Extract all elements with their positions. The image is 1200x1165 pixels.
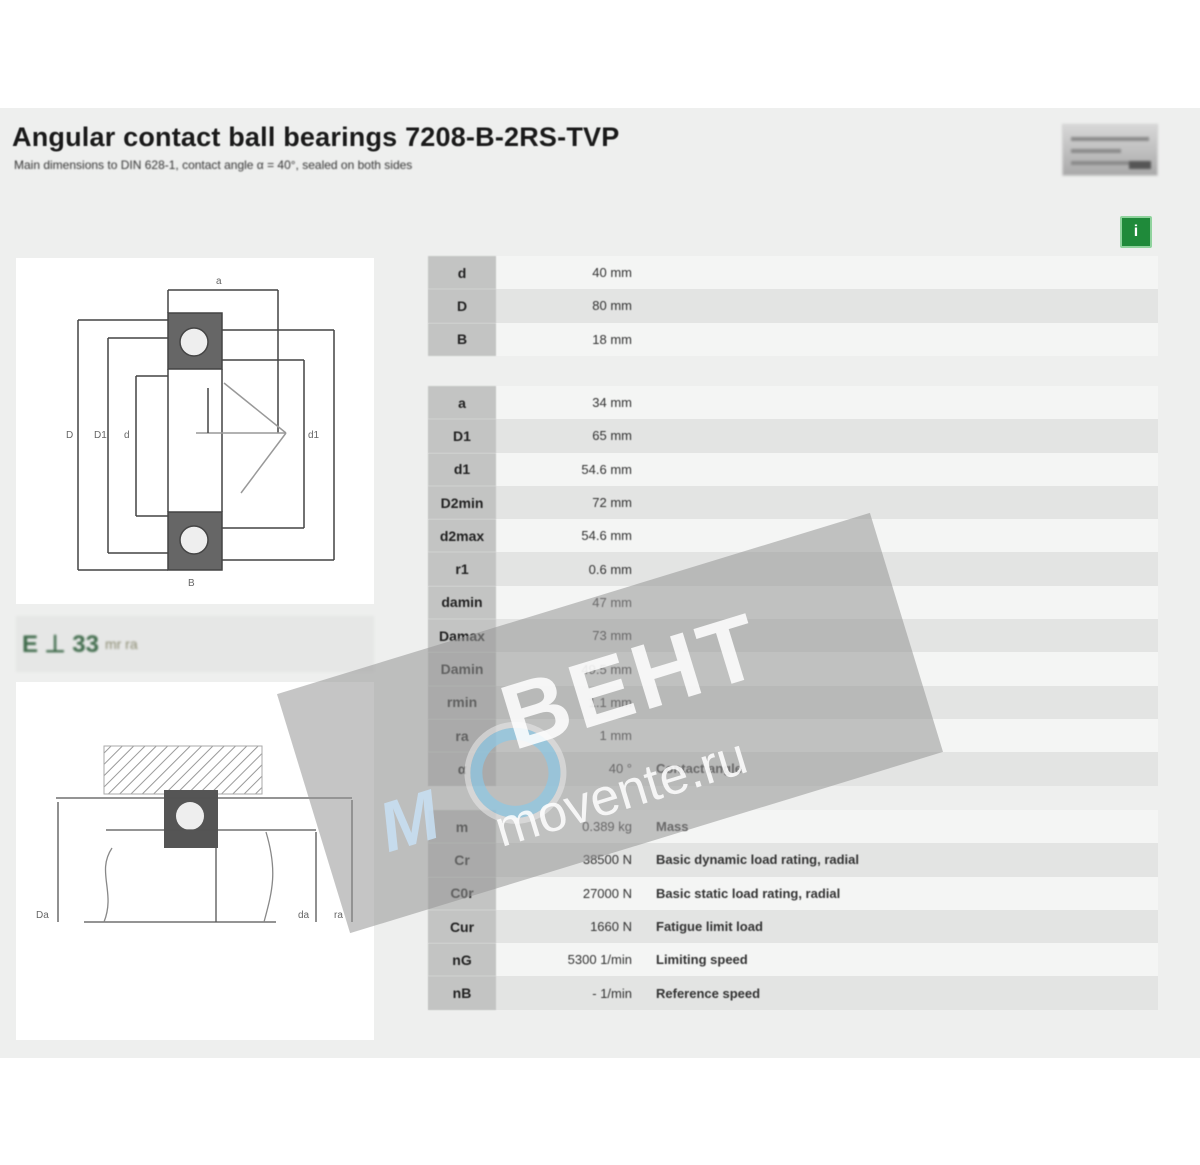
row-value: - 1/min <box>592 985 632 1001</box>
table-row: damin 47 mm <box>428 585 1158 620</box>
row-value: 18 mm <box>592 331 632 347</box>
row-value: 54.6 mm <box>581 528 632 544</box>
mounting-dimensions-drawing: Da da ra <box>16 682 374 1040</box>
row-symbol: d2max <box>428 519 496 553</box>
table-row: d 40 mm <box>428 256 1158 290</box>
row-value: 1 mm <box>599 728 633 744</box>
row-value: 0.6 mm <box>588 561 632 577</box>
datasheet: Angular contact ball bearings 7208-B-2RS… <box>0 108 1200 1058</box>
row-symbol: m <box>428 810 496 844</box>
row-value: 80 mm <box>592 298 632 314</box>
svg-text:Da: Da <box>36 910 49 921</box>
product-code: E ⊥ 33 <box>22 630 99 658</box>
table-row: C0r 27000 N Basic static load rating, radi… <box>428 876 1158 910</box>
row-value: 49.5 mm <box>581 661 632 677</box>
row-value: 73 mm <box>592 628 632 644</box>
row-description: Basic dynamic load rating, radial <box>656 852 860 868</box>
table-row: d1 54.6 mm <box>428 452 1158 486</box>
bearing-cross-section-drawing: D D1 d d1 a B <box>16 258 374 604</box>
mounting-svg: Da da ra <box>36 745 353 923</box>
row-value: 40 mm <box>592 265 632 281</box>
row-value: 34 mm <box>592 395 632 411</box>
row-symbol: D <box>428 289 496 323</box>
main-dimensions-table: d 40 mm D 80 mm B 18 mm <box>428 256 1158 356</box>
row-symbol: nB <box>428 976 496 1010</box>
dimensions-table: a 34 mm D1 65 mm d1 54.6 mm D2min 72 mm d2ma… <box>428 386 1158 786</box>
row-description: Basic static load rating, radial <box>656 885 841 901</box>
product-code-strip: E ⊥ 33 mr ra <box>16 616 374 672</box>
table-row: Cur 1660 N Fatigue limit load <box>428 909 1158 944</box>
row-symbol: D1 <box>428 419 496 453</box>
row-value: 54.6 mm <box>581 461 632 477</box>
svg-text:a: a <box>216 276 222 287</box>
row-description: Reference speed <box>656 985 761 1001</box>
page-subtitle: Main dimensions to DIN 628-1, contact an… <box>14 158 413 172</box>
table-row: nB - 1/min Reference speed <box>428 976 1158 1010</box>
svg-text:ra: ra <box>334 910 343 921</box>
svg-text:D: D <box>66 430 73 441</box>
svg-text:D1: D1 <box>94 430 107 441</box>
row-symbol: r1 <box>428 552 496 586</box>
row-symbol: d1 <box>428 452 496 486</box>
table-row: D2min 72 mm <box>428 485 1158 520</box>
info-icon: i <box>1133 223 1139 240</box>
svg-text:B: B <box>188 578 195 589</box>
row-value: 72 mm <box>592 495 632 511</box>
row-symbol: damin <box>428 585 496 620</box>
table-row: d2max 54.6 mm <box>428 519 1158 553</box>
row-value: 1.1 mm <box>588 694 632 710</box>
row-value: 27000 N <box>582 885 632 901</box>
row-symbol: d <box>428 256 496 290</box>
row-description: Contact angle <box>656 761 742 777</box>
row-symbol: C0r <box>428 876 496 910</box>
svg-text:da: da <box>298 910 310 921</box>
product-code-suffix: mr ra <box>104 636 138 652</box>
row-symbol: Damin <box>428 652 496 686</box>
svg-text:d: d <box>124 430 130 441</box>
row-symbol: Cur <box>428 909 496 944</box>
table-row: nG 5300 1/min Limiting speed <box>428 943 1158 977</box>
table-row: Cr 38500 N Basic dynamic load rating, radi… <box>428 843 1158 877</box>
page-title: Angular contact ball bearings 7208-B-2RS… <box>12 122 620 152</box>
row-value: 1660 N <box>590 919 632 935</box>
table-row: D1 65 mm <box>428 419 1158 453</box>
row-symbol: Cr <box>428 843 496 877</box>
table-row: r1 0.6 mm <box>428 552 1158 586</box>
row-description: Limiting speed <box>656 952 748 968</box>
product-logo-image <box>1062 124 1158 176</box>
row-symbol: α <box>428 752 496 786</box>
table-row: Damax 73 mm <box>428 619 1158 653</box>
table-row: rmin 1.1 mm <box>428 685 1158 719</box>
svg-text:d1: d1 <box>308 430 320 441</box>
bearing-section-svg: D D1 d d1 a B <box>66 276 335 589</box>
table-row: a 34 mm <box>428 386 1158 420</box>
table-row: α 40 ° Contact angle <box>428 752 1158 786</box>
row-symbol: ra <box>428 718 496 753</box>
table-row: Damin 49.5 mm <box>428 652 1158 686</box>
table-row: D 80 mm <box>428 289 1158 323</box>
row-symbol: D2min <box>428 485 496 520</box>
info-icon-button[interactable]: i <box>1120 216 1152 248</box>
table-row: m 0.389 kg Mass <box>428 810 1158 844</box>
row-description: Mass <box>656 819 689 835</box>
table-row: B 18 mm <box>428 322 1158 356</box>
row-value: 40 ° <box>608 761 632 777</box>
table-row: ra 1 mm <box>428 718 1158 753</box>
row-symbol: B <box>428 322 496 356</box>
row-description: Fatigue limit load <box>656 919 763 935</box>
ratings-table: m 0.389 kg Mass Cr 38500 N Basic dynamic loa… <box>428 810 1158 1010</box>
row-value: 5300 1/min <box>567 952 632 968</box>
row-symbol: rmin <box>428 685 496 719</box>
row-symbol: Damax <box>428 619 496 653</box>
row-symbol: a <box>428 386 496 420</box>
row-value: 38500 N <box>582 852 632 868</box>
row-value: 0.389 kg <box>582 819 632 835</box>
row-value: 65 mm <box>592 428 632 444</box>
row-symbol: nG <box>428 943 496 977</box>
row-value: 47 mm <box>592 594 632 610</box>
